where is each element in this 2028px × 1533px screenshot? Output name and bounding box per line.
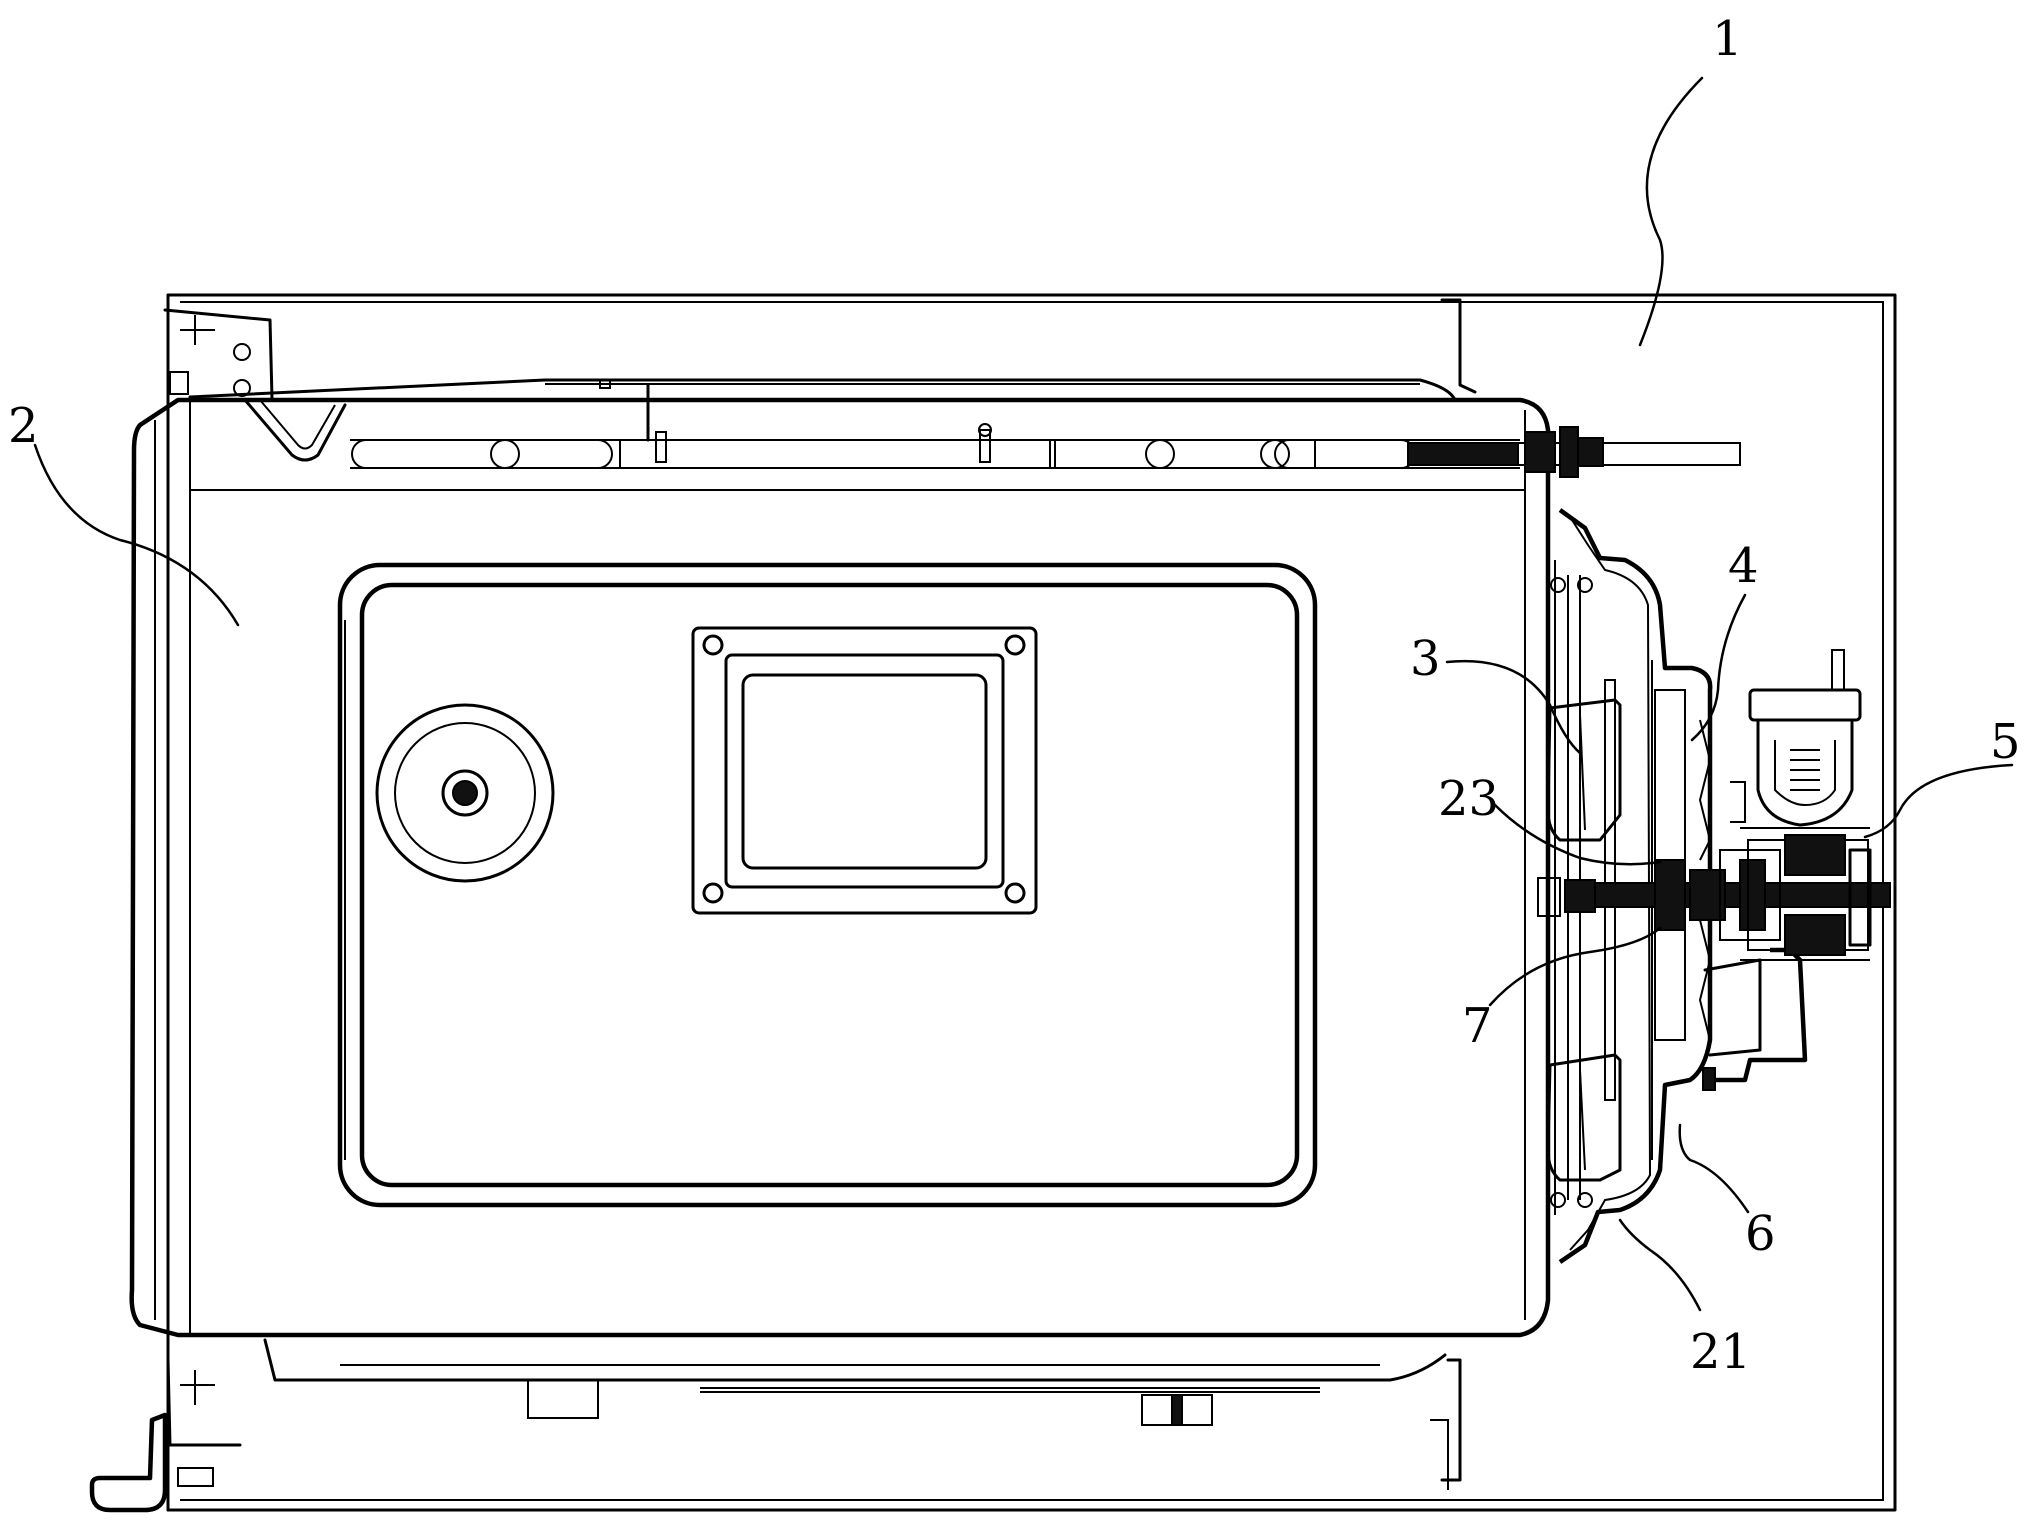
label-1: 1 [1712, 11, 1743, 67]
label-4: 4 [1728, 538, 1759, 594]
viewing-window [691, 626, 1038, 915]
inner-cavity [89, 308, 1741, 1513]
label-2: 2 [8, 398, 39, 454]
label-3: 3 [1410, 631, 1441, 687]
label-7: 7 [1462, 998, 1493, 1054]
knob-icon [375, 703, 555, 883]
label-21: 21 [1690, 1324, 1751, 1380]
label-5: 5 [1990, 714, 2021, 770]
leader-lines [33, 76, 2014, 1312]
callouts: 1 2 3 4 5 6 7 21 23 [8, 11, 2021, 1380]
fan-assembly [1537, 508, 1891, 1264]
outer-cabinet [166, 293, 1897, 1512]
front-panel [337, 562, 1318, 1208]
label-6: 6 [1745, 1206, 1776, 1262]
label-23: 23 [1438, 771, 1499, 827]
